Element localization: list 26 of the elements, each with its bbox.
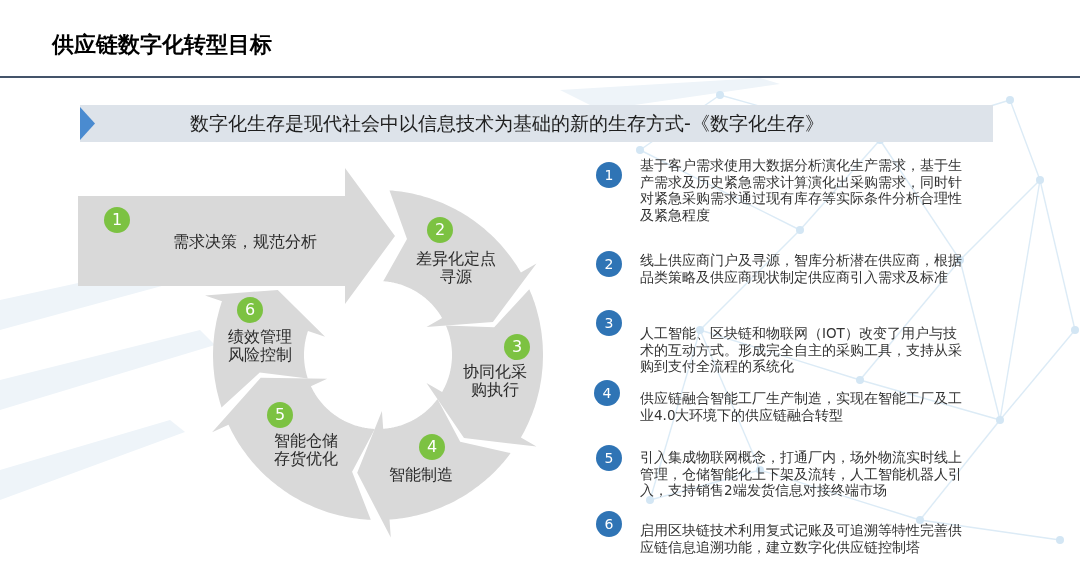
item-description: 基于客户需求使用大数据分析演化生产需求，基于生产需求及历史紧急需求计算演化出采购需求，同时针对紧急采购需求通过现有库存等实际条件分析合理性及紧急程度 bbox=[640, 157, 963, 223]
step-label: 协同化采购执行 bbox=[462, 363, 528, 399]
number-badge: 2 bbox=[596, 251, 622, 277]
item-description: 线上供应商门户及寻源，智库分析潜在供应商，根据品类策略及供应商现状制定供应商引入需求及标准 bbox=[640, 252, 963, 285]
item-description: 引入集成物联网概念，打通厂内，场外物流实时线上管理，仓储智能化上下架及流转，人工智能机器人引入，支持销售2端发货信息对接终端市场 bbox=[640, 449, 963, 499]
arrow-shape bbox=[212, 377, 375, 520]
number-badge: 1 bbox=[596, 162, 622, 188]
arrow-shape bbox=[357, 399, 511, 538]
step-label: 绩效管理风险控制 bbox=[227, 328, 293, 364]
arrow-shape bbox=[78, 168, 395, 304]
number-badge: 6 bbox=[596, 511, 622, 537]
step-label: 智能制造 bbox=[389, 466, 453, 484]
arrow-shape bbox=[204, 289, 326, 408]
number-badge: 3 bbox=[596, 310, 622, 336]
item-description: 人工智能、区块链和物联网（IOT）改变了用户与技术的互动方式。形成完全自主的采购工具，支持从采购到支付全流程的系统化 bbox=[640, 325, 963, 375]
step-label: 需求决策，规范分析 bbox=[173, 233, 317, 251]
banner bbox=[80, 105, 993, 142]
number-badge: 4 bbox=[594, 380, 620, 406]
banner-text: 数字化生存是现代社会中以信息技术为基础的新的生存方式-《数字化生存》 bbox=[190, 110, 824, 136]
arrow-shape bbox=[383, 190, 537, 327]
item-description: 供应链融合智能工厂生产制造，实现在智能工厂及工业4.0大环境下的供应链融合转型 bbox=[640, 390, 963, 423]
number-badge: 5 bbox=[596, 445, 622, 471]
page-title: 供应链数字化转型目标 bbox=[52, 31, 272, 59]
item-description: 启用区块链技术利用复式记账及可追溯等特性完善供应链信息追溯功能，建立数字化供应链控制塔 bbox=[640, 522, 963, 555]
step-label: 智能仓储存货优化 bbox=[273, 432, 339, 468]
step-label: 差异化定点寻源 bbox=[415, 250, 497, 286]
